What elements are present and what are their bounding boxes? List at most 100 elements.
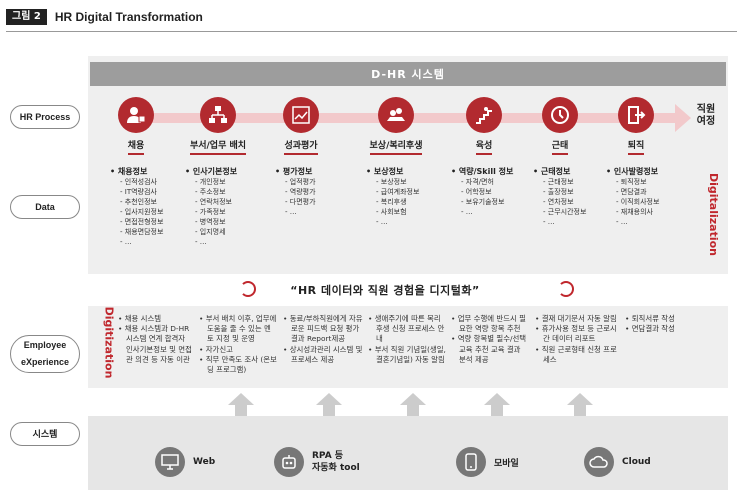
data-col-eval: 평가정보 - 업적평가 - 역량평가 - 다면평가 - … xyxy=(275,167,316,217)
data-item: - 자격/면허 xyxy=(461,178,494,186)
figure-title: HR Digital Transformation xyxy=(54,10,203,24)
cycle-icon-left xyxy=(240,281,256,297)
system-web-label: Web xyxy=(193,457,216,467)
ex-item: 역량 항목별 필수/선택 교육 추천 교육 결과 분석 제공 xyxy=(451,334,529,365)
system-mobile: 모바일 xyxy=(456,447,519,477)
figure-tag: 그림 2 xyxy=(6,9,47,25)
data-item: - 급여계좌정보 xyxy=(376,188,420,196)
up-arrow xyxy=(567,393,593,405)
data-item: - 개인정보 xyxy=(195,178,226,186)
data-col-skill: 역량/Skill 정보 - 자격/면허 - 어학정보 - 보유기술정보 - … xyxy=(451,167,513,217)
ex-label-line2: eXperience xyxy=(20,357,70,367)
header-divider xyxy=(6,31,737,32)
step-development: 육성 xyxy=(441,97,527,155)
data-label: Data xyxy=(10,195,80,219)
up-arrow-stem xyxy=(235,405,247,416)
system-rpa-line1: RPA 등 xyxy=(312,451,344,461)
data-item: - 근무시간정보 xyxy=(543,208,587,216)
step-attendance: 근태 xyxy=(517,97,603,155)
ex-item: 직원 근로형태 신청 프로세스 xyxy=(535,345,617,365)
step-label: 육성 xyxy=(475,138,493,155)
up-arrow-stem xyxy=(407,405,419,416)
data-item: - 근태정보 xyxy=(543,178,574,186)
data-item: - 이직회사정보 xyxy=(616,198,660,206)
ex-item: 면담결과 작성 xyxy=(625,324,715,334)
stairs-icon xyxy=(466,97,502,133)
money-icon xyxy=(378,97,414,133)
cloud-icon xyxy=(584,447,614,477)
data-item: - 보유기술정보 xyxy=(461,198,505,206)
ex-label-line1: Employee xyxy=(23,340,67,350)
ex-item: 부서 배치 이후, 업무에 도움을 줄 수 있는 멘토 지정 및 운영 xyxy=(199,314,277,345)
dhr-panel xyxy=(88,56,728,274)
ex-item: 결재 대기문서 자동 알림 xyxy=(535,314,617,324)
ex-item: 동료/부하직원에게 자유로운 피드백 요청 평가결과 Report제공 xyxy=(283,314,363,345)
data-header: 역량/Skill 정보 xyxy=(451,167,513,177)
data-item: - 퇴직정보 xyxy=(616,178,647,186)
data-header: 평가정보 xyxy=(275,167,316,177)
step-evaluation: 성과평가 xyxy=(258,97,344,155)
digitalization-label: Digitalization xyxy=(707,172,721,257)
data-item: - … xyxy=(285,208,297,216)
slogan: “HR 데이터와 직원 경험을 디지털화” xyxy=(290,284,480,297)
data-col-retire: 인사발령정보 - 퇴직정보 - 면담결과 - 이직회사정보 - 재채용의사 - … xyxy=(606,167,660,227)
data-item: - 업적평가 xyxy=(285,178,316,186)
data-item: - IT역량검사 xyxy=(120,188,157,196)
step-label: 퇴직 xyxy=(627,138,645,155)
exit-icon xyxy=(618,97,654,133)
up-arrow xyxy=(228,393,254,405)
employee-journey-label: 직원 여정 xyxy=(686,104,726,128)
data-item: - 복리후생 xyxy=(376,198,407,206)
ex-col-attendance: 결재 대기문서 자동 알림 휴가사용 정보 등 근로시간 데이터 리포트 직원 … xyxy=(535,314,617,365)
up-arrow-stem xyxy=(323,405,335,416)
ex-item: 직무 만족도 조사 (온보딩 프로그램) xyxy=(199,355,277,375)
ex-item: 부서 직원 기념일(생일, 결혼기념일) 자동 알림 xyxy=(368,345,446,365)
data-item: - 연차정보 xyxy=(543,198,574,206)
data-item: - 어학정보 xyxy=(461,188,492,196)
dhr-system-bar: D-HR 시스템 xyxy=(90,62,726,86)
data-item: - 입사지원정보 xyxy=(120,208,164,216)
goal-line1: 직원 xyxy=(696,104,716,115)
hr-process-label: HR Process xyxy=(10,105,80,129)
data-item: - 연락처정보 xyxy=(195,198,232,206)
ex-item: 자가신고 xyxy=(199,345,277,355)
system-rpa-line2: 자동화 tool xyxy=(312,463,360,473)
data-item: - 가족정보 xyxy=(195,208,226,216)
step-retirement: 퇴직 xyxy=(593,97,679,155)
data-header: 인사기본정보 xyxy=(185,167,237,177)
ex-col-placement: 부서 배치 이후, 업무에 도움을 줄 수 있는 멘토 지정 및 운영 자가신고… xyxy=(199,314,277,375)
up-arrow xyxy=(316,393,342,405)
robot-icon xyxy=(274,447,304,477)
ex-item: 퇴직서류 작성 xyxy=(625,314,715,324)
mobile-icon xyxy=(456,447,486,477)
data-col-hr-basic: 인사기본정보 - 개인정보 - 주소정보 - 연락처정보 - 가족정보 - 병역… xyxy=(185,167,237,247)
ex-col-skill: 업무 수행에 반드시 필요한 역량 항목 추천 역량 항목별 필수/선택 교육 … xyxy=(451,314,529,365)
ex-col-eval: 동료/부하직원에게 자유로운 피드백 요청 평가결과 Report제공 상시성과… xyxy=(283,314,363,365)
data-header: 인사발령정보 xyxy=(606,167,659,177)
ex-col-retire: 퇴직서류 작성 면담결과 작성 xyxy=(625,314,715,334)
up-arrow xyxy=(484,393,510,405)
data-item: - 채용면담정보 xyxy=(120,228,164,236)
monitor-icon xyxy=(155,447,185,477)
data-header: 채용정보 xyxy=(110,167,163,177)
data-col-comp: 보상정보 - 보상정보 - 급여계좌정보 - 복리후생 - 사회보험 - … xyxy=(366,167,420,227)
data-item: - … xyxy=(376,218,388,226)
data-item: - … xyxy=(461,208,473,216)
up-arrow-stem xyxy=(574,405,586,416)
step-label: 성과평가 xyxy=(284,138,318,155)
ex-item: 상시성과관리 시스템 및 프로세스 제공 xyxy=(283,345,363,365)
step-placement: 부서/업무 배치 xyxy=(175,97,261,155)
data-item: - 면담결과 xyxy=(616,188,647,196)
ex-item: 채용 시스템과 D-HR 시스템 연계 합격자 인사기본정보 및 면접관 의견 … xyxy=(118,324,193,365)
data-item: - 입지명세 xyxy=(195,228,226,236)
step-label: 부서/업무 배치 xyxy=(189,138,247,155)
goal-line2: 여정 xyxy=(696,116,716,127)
data-header: 보상정보 xyxy=(366,167,419,177)
data-item: - 면접전형정보 xyxy=(120,218,164,226)
digitization-label: Digitization xyxy=(102,306,116,379)
employee-experience-label: Employee eXperience xyxy=(10,335,80,373)
data-item: - … xyxy=(543,218,555,226)
system-rpa-label: RPA 등 자동화 tool xyxy=(312,450,360,474)
step-compensation: 보상/복리후생 xyxy=(353,97,439,155)
clock-icon xyxy=(542,97,578,133)
